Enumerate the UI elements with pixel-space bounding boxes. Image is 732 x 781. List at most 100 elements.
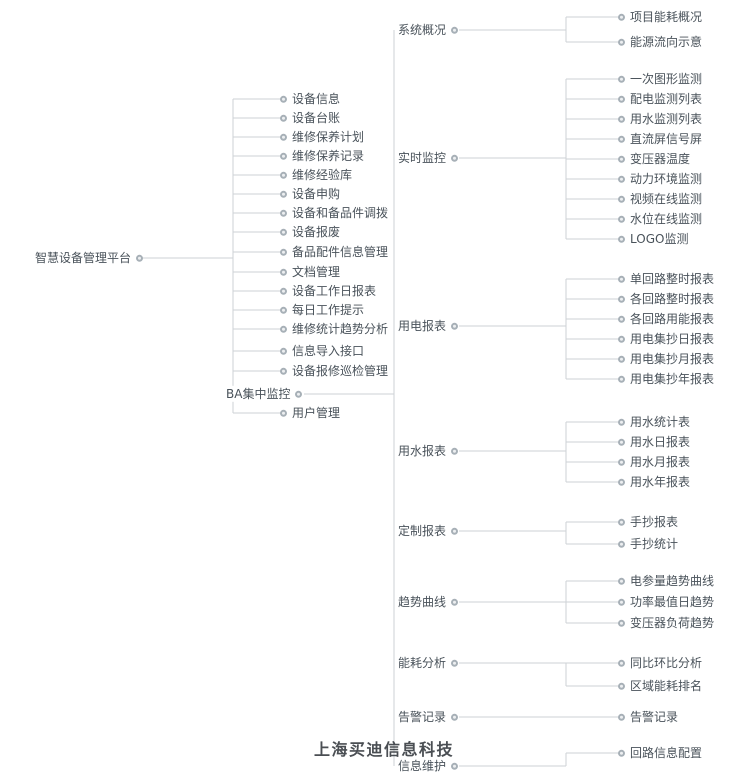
node-label: 用水监测列表 [630, 111, 703, 126]
node-label: 设备工作日报表 [292, 283, 377, 298]
leaf-node: 变压器温度 [618, 152, 690, 166]
node-dot [280, 152, 287, 160]
node-dot [618, 335, 625, 343]
leaf-node: 项目能耗概况 [618, 10, 702, 24]
node-dot [451, 26, 459, 34]
node-dot [280, 306, 287, 314]
node-dot [618, 115, 625, 123]
node-dot [451, 762, 459, 770]
branch-node: 系统概况 [398, 22, 459, 37]
node-dot [618, 355, 625, 363]
node-dot [451, 447, 459, 455]
leaf-node: 用电集抄月报表 [618, 352, 714, 366]
tree-node: 设备和备品件调拨 [280, 206, 388, 220]
node-label: 设备信息 [292, 91, 341, 106]
node-dot [618, 458, 625, 466]
node-dot [280, 268, 287, 276]
node-label: 回路信息配置 [630, 745, 703, 760]
node-dot [280, 325, 287, 333]
node-dot [451, 322, 459, 330]
node-label: 用电集抄日报表 [630, 331, 715, 346]
tree-node: 维修经验库 [280, 168, 352, 182]
tree-node: 维修统计趋势分析 [280, 322, 388, 336]
tree-node: 设备报修巡检管理 [280, 364, 388, 378]
node-label: 手抄统计 [630, 536, 679, 551]
leaf-node: 用水日报表 [618, 435, 690, 449]
node-label: 变压器负荷趋势 [630, 615, 715, 630]
tree-node: 文档管理 [280, 265, 340, 279]
node-label: 告警记录 [630, 709, 679, 724]
node-label: 变压器温度 [630, 151, 691, 166]
node-dot [618, 155, 625, 163]
node-label: 告警记录 [398, 709, 447, 724]
leaf-node: 动力环境监测 [618, 172, 702, 186]
node-dot [280, 367, 287, 375]
node-dot [618, 619, 625, 627]
node-dot [618, 577, 625, 585]
tree-node: 设备台账 [280, 111, 340, 125]
node-label: 各回路用能报表 [630, 311, 715, 326]
node-label: LOGO监测 [630, 231, 689, 246]
leaf-node: 告警记录 [618, 710, 678, 724]
branch-node: BA集中监控 [224, 385, 305, 403]
node-dot [618, 375, 625, 383]
node-label: 设备报废 [292, 224, 341, 239]
leaf-node: 用水监测列表 [618, 112, 702, 126]
node-dot [618, 598, 625, 606]
tree-node: 设备申购 [280, 187, 340, 201]
leaf-node: 回路信息配置 [618, 746, 702, 760]
node-dot [618, 235, 625, 243]
tree-node: 设备工作日报表 [280, 284, 376, 298]
node-label: 用水日报表 [630, 434, 691, 449]
leaf-node: 用电集抄日报表 [618, 332, 714, 346]
node-dot [136, 254, 144, 262]
node-label: 动力环境监测 [630, 171, 703, 186]
tree-node: 备品配件信息管理 [280, 245, 388, 259]
node-label: 用水年报表 [630, 474, 691, 489]
branch-node: 用电报表 [398, 319, 459, 333]
node-label: 信息导入接口 [292, 343, 365, 358]
node-dot [618, 38, 625, 46]
leaf-node: 单回路整时报表 [618, 272, 714, 286]
branch-node: 定制报表 [398, 523, 459, 538]
branch-node: 信息维护 [398, 759, 459, 773]
leaf-node: 一次图形监测 [618, 72, 702, 86]
node-dot [618, 518, 625, 526]
node-dot [295, 390, 303, 398]
node-label: 一次图形监测 [630, 71, 703, 86]
node-label: 用电集抄月报表 [630, 351, 715, 366]
node-label: 用电集抄年报表 [630, 371, 715, 386]
leaf-node: 能源流向示意 [618, 35, 702, 49]
leaf-node: 用水年报表 [618, 475, 690, 489]
branch-node: 能耗分析 [398, 656, 459, 670]
branch-node: 告警记录 [398, 709, 459, 724]
node-label: 能源流向示意 [630, 34, 703, 49]
node-label: 定制报表 [398, 523, 447, 538]
node-label: 维修保养计划 [292, 129, 365, 144]
leaf-node: 各回路用能报表 [618, 312, 714, 326]
branch-node: 趋势曲线 [398, 595, 459, 609]
node-label: 功率最值日趋势 [630, 594, 715, 609]
node-label: 单回路整时报表 [630, 271, 715, 286]
node-dot [618, 295, 625, 303]
node-label: 各回路整时报表 [630, 291, 715, 306]
node-dot [451, 598, 459, 606]
node-dot [618, 713, 625, 721]
node-dot [280, 114, 287, 122]
node-label: 视频在线监测 [630, 191, 703, 206]
node-dot [280, 171, 287, 179]
node-dot [451, 154, 459, 162]
node-dot [618, 315, 625, 323]
node-label: 系统概况 [398, 22, 447, 37]
node-dot [451, 659, 459, 667]
node-label: 项目能耗概况 [630, 9, 703, 24]
node-label: 配电监测列表 [630, 91, 703, 106]
node-dot [618, 478, 625, 486]
node-dot [618, 275, 625, 283]
node-label: 用水月报表 [630, 454, 691, 469]
node-dot [618, 13, 625, 21]
branch-node: 实时监控 [398, 151, 459, 165]
node-dot [280, 409, 287, 417]
leaf-node: 区域能耗排名 [618, 679, 702, 693]
